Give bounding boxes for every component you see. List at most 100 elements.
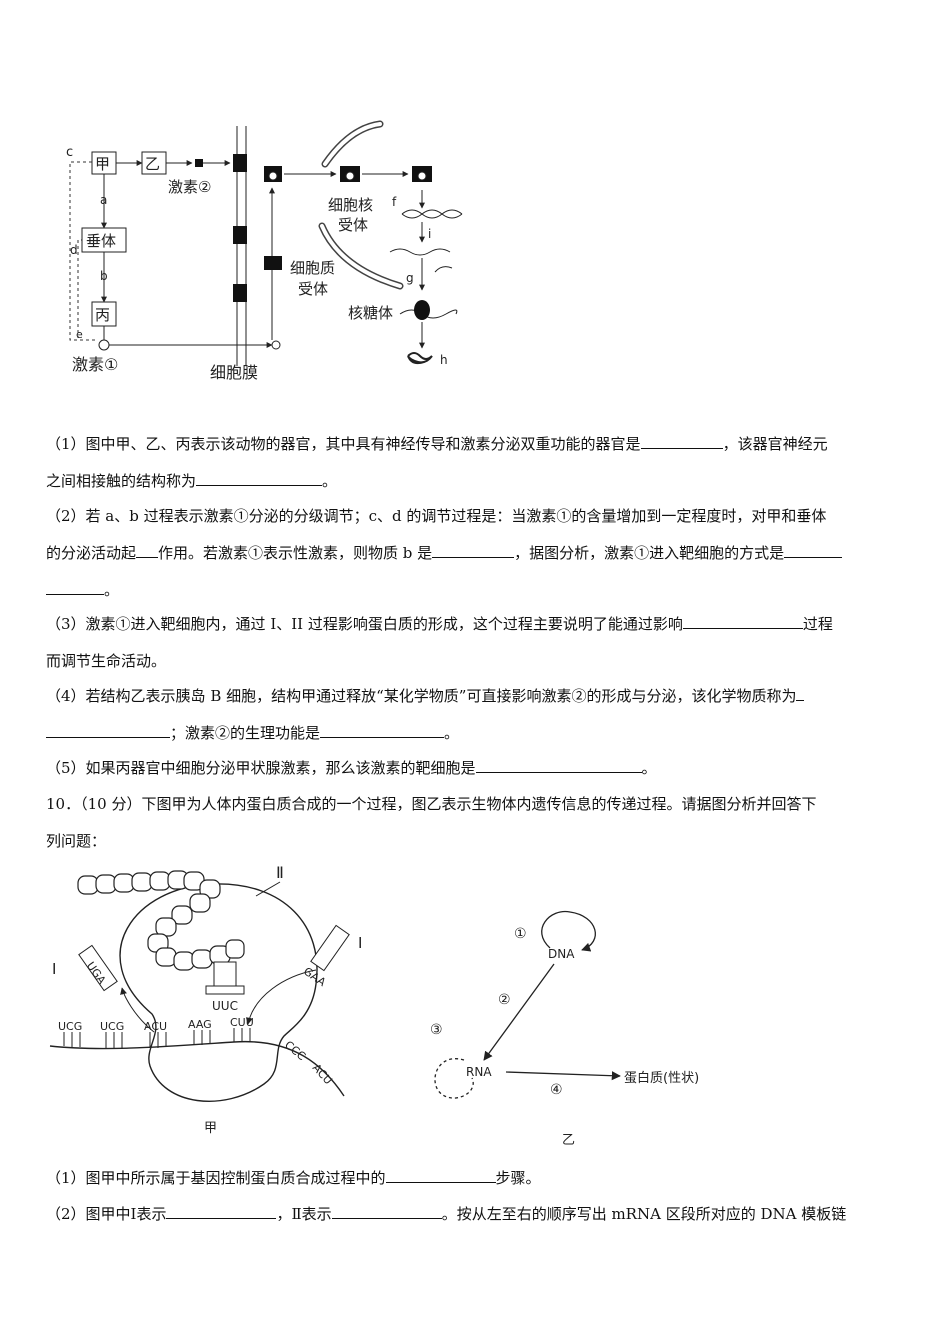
q1-line2-end: 。: [322, 472, 338, 490]
q3-line2: 而调节生命活动。: [46, 652, 167, 670]
q3-line1: （3）激素①进入靶细胞内，通过 I、II 过程影响蛋白质的形成，这个过程主要说明…: [46, 615, 683, 633]
label-nuc-receptor-2: 受体: [338, 216, 368, 234]
q10-paragraph: 10．（10 分）下图甲为人体内蛋白质合成的一个过程，图乙表示生物体内遗传信息的…: [46, 786, 906, 860]
codon-2: UCG: [100, 1020, 124, 1033]
label-hormone1: 激素①: [72, 355, 118, 374]
q1-blank-2[interactable]: [196, 471, 323, 486]
s1-text: （1）图甲中所示属于基因控制蛋白质合成过程中的: [46, 1169, 386, 1187]
label-ribosome: 核糖体: [348, 304, 393, 322]
label-hormone2: 激素②: [168, 178, 211, 196]
dna-helix: [401, 209, 463, 219]
ribosome-outline: [119, 883, 318, 1102]
q4-blank-2[interactable]: [320, 723, 445, 738]
q5-blank[interactable]: [475, 758, 642, 773]
label-d: d: [70, 243, 78, 257]
q5-paragraph: （5）如果丙器官中细胞分泌甲状腺激素，那么该激素的靶细胞是 。: [46, 750, 906, 787]
translation-diagram: Ⅱ UUC GAA I UGA I: [49, 863, 362, 1136]
transcription-arrow: [483, 963, 555, 1061]
q5-line1-end: 。: [641, 759, 657, 777]
membrane-receptor-1: [233, 154, 247, 172]
q2-blank-3a[interactable]: [784, 543, 843, 558]
s1-blank[interactable]: [385, 1168, 496, 1183]
hormone-regulation-diagram: c 甲 乙 激素② a d 垂体 b 丙 e 激素① 细胞膜 细胞质 受体 细胞: [66, 120, 463, 382]
q2-paragraph: （2）若 a、b 过程表示激素①分泌的分级调节；c、d 的调节过程是：当激素①的…: [46, 498, 906, 609]
caption-jia: 甲: [204, 1121, 217, 1136]
codon-ticks: [63, 1028, 251, 1048]
q1-line2: 之间相接触的结构称为: [46, 472, 197, 490]
s1-paragraph: （1）图甲中所示属于基因控制蛋白质合成过程中的 步骤。: [46, 1160, 906, 1197]
label-I-right: I: [358, 934, 362, 952]
mrna-strand: [49, 1040, 345, 1097]
q1-line1-end: ，该器官神经元: [722, 435, 828, 453]
num-1: ①: [514, 926, 527, 942]
label-pituitary: 垂体: [86, 232, 116, 250]
label-membrane: 细胞膜: [210, 363, 258, 382]
q2-blank-1[interactable]: [136, 543, 159, 558]
codon-4: AAG: [188, 1018, 212, 1031]
feedback-c-line: [69, 161, 98, 341]
label-i: i: [428, 227, 431, 241]
label-nuc-receptor-1: 细胞核: [328, 196, 373, 214]
q2-blank-3b[interactable]: [46, 580, 104, 595]
s2-paragraph: （2）图甲中Ⅰ表示 ，Ⅱ表示 。按从左至右的顺序写出 mRNA 区段所对应的 DNA…: [46, 1196, 906, 1233]
label-II: Ⅱ: [276, 863, 284, 882]
ribosome-shape: [414, 300, 430, 320]
q1-line1: （1）图中甲、乙、丙表示该动物的器官，其中具有神经传导和激素分泌双重功能的器官是: [46, 435, 641, 453]
feedback-d-line: [77, 239, 84, 338]
q4-blank-1b[interactable]: [46, 723, 170, 738]
s2-c: 。按从左至右的顺序写出 mRNA 区段所对应的 DNA 模板链: [441, 1205, 847, 1223]
box-bing: [91, 301, 117, 327]
codon-1: UCG: [58, 1020, 82, 1033]
box-pituitary: [81, 227, 127, 253]
anticodon-mid: UUC: [212, 999, 238, 1013]
label-jia: 甲: [95, 155, 110, 173]
q5-line1: （5）如果丙器官中细胞分泌甲状腺激素，那么该激素的靶细胞是: [46, 759, 476, 777]
label-bing: 丙: [95, 306, 110, 324]
caption-yi: 乙: [562, 1133, 575, 1148]
membrane-receptor-2: [233, 226, 247, 244]
label-I-left: I: [52, 960, 56, 978]
q3-blank-1[interactable]: [682, 614, 803, 629]
label-e: e: [76, 328, 83, 341]
s2-a: （2）图甲中Ⅰ表示: [46, 1205, 167, 1223]
polypeptide-chain: [77, 870, 245, 971]
translation-arrow: [505, 1071, 621, 1081]
q2-blank-2[interactable]: [432, 543, 515, 558]
q2-line1: （2）若 a、b 过程表示激素①分泌的分级调节；c、d 的调节过程是：当激素①的…: [46, 507, 827, 525]
num-3: ③: [430, 1022, 443, 1038]
label-dna: DNA: [548, 947, 575, 961]
s1-end: 步骤。: [495, 1169, 541, 1187]
label-cyto-receptor-1: 细胞质: [290, 259, 335, 277]
q4-line1: （4）若结构乙表示胰岛 B 细胞，结构甲通过释放“某化学物质”可直接影响激素②的…: [46, 687, 797, 705]
label-rna: RNA: [466, 1065, 492, 1079]
label-f: f: [392, 195, 397, 209]
codon-3: ACU: [144, 1020, 167, 1033]
q1-paragraph: （1）图中甲、乙、丙表示该动物的器官，其中具有神经传导和激素分泌双重功能的器官是…: [46, 426, 906, 500]
codon-5: CUU: [230, 1016, 254, 1029]
q10-line2: 列问题：: [46, 832, 107, 850]
label-a: a: [100, 193, 107, 207]
q2-line2-b: 作用。若激素①表示性激素，则物质 b 是: [158, 544, 433, 562]
s2-b: ，Ⅱ表示: [276, 1205, 332, 1223]
label-g: g: [406, 271, 414, 285]
label-cyto-receptor-2: 受体: [298, 280, 328, 298]
q2-line2-c: ，据图分析，激素①进入靶细胞的方式是: [514, 544, 785, 562]
membrane-receptor-3: [233, 284, 247, 302]
q2-line2-a: 的分泌活动起: [46, 544, 137, 562]
codon-6: CCC: [282, 1038, 308, 1063]
s2-blank-2[interactable]: [331, 1204, 442, 1219]
label-c: c: [66, 145, 73, 160]
label-h: h: [440, 353, 448, 367]
s2-blank-1[interactable]: [166, 1204, 277, 1219]
q3-paragraph: （3）激素①进入靶细胞内，通过 I、II 过程影响蛋白质的形成，这个过程主要说明…: [46, 606, 906, 680]
q4-blank-1a[interactable]: [796, 686, 805, 701]
central-dogma-diagram: ① DNA ② ③ RNA ④ 蛋白质(性状) 乙: [430, 910, 699, 1148]
num-4: ④: [550, 1082, 563, 1098]
q2-line3-end: 。: [104, 581, 120, 599]
codon-7: ACU: [310, 1061, 335, 1087]
q4-paragraph: （4）若结构乙表示胰岛 B 细胞，结构甲通过释放“某化学物质”可直接影响激素②的…: [46, 678, 906, 752]
protein-coil: [407, 352, 433, 365]
num-2: ②: [498, 992, 511, 1008]
q1-blank-1[interactable]: [640, 434, 723, 449]
label-b: b: [100, 269, 108, 283]
